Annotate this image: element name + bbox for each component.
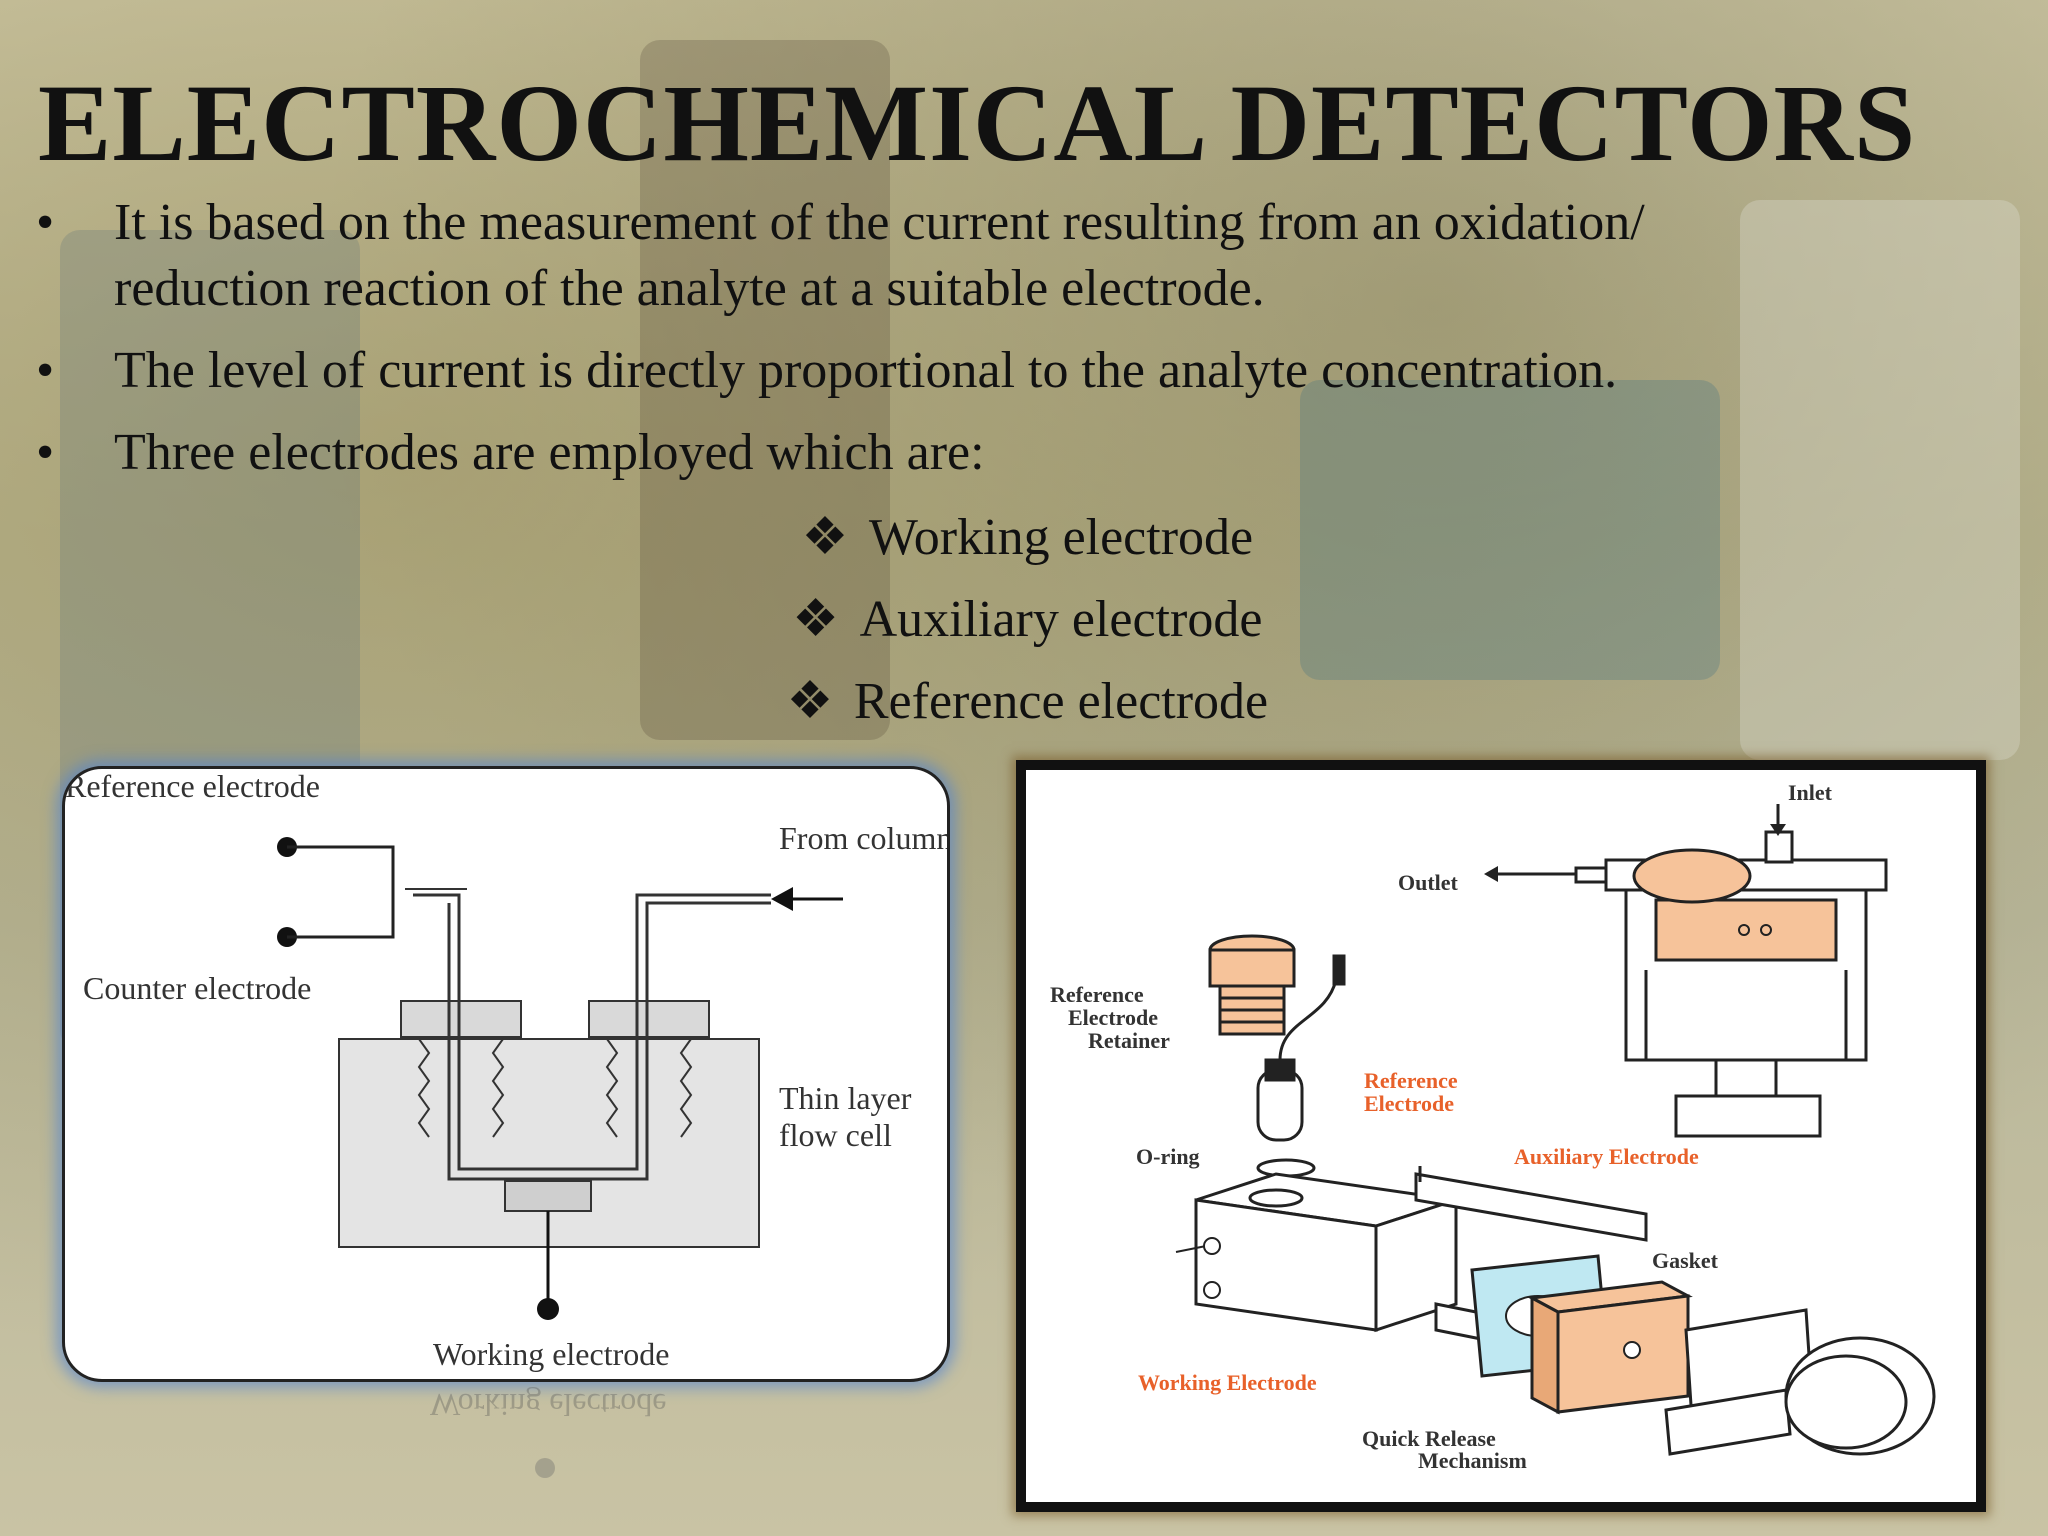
assembled-cell [1574, 830, 1888, 1138]
label-outlet: Outlet [1398, 870, 1459, 895]
bullet-list: •It is based on the measurement of the c… [30, 190, 1830, 502]
label-thin-layer: Thin layer [779, 1080, 912, 1116]
diamond-bullet-icon: ❖ [786, 673, 834, 730]
bullet-item: •The level of current is directly propor… [30, 338, 1830, 404]
bullet-icon: • [36, 194, 55, 251]
diamond-bullet-icon: ❖ [792, 591, 839, 648]
electrode-item-working: ❖Working electrode [0, 505, 2048, 571]
bullet-icon: • [36, 424, 55, 481]
electrode-item-reference: ❖Reference electrode [0, 669, 2048, 735]
inlet-arrow-icon [1770, 824, 1786, 836]
svg-text:Working electrode: Working electrode [430, 1387, 666, 1423]
bullet-item: •It is based on the measurement of the c… [30, 190, 1830, 322]
label-reference-electrode: Reference electrode [65, 769, 320, 804]
label-reference-electrode: Reference [1364, 1068, 1458, 1093]
working-electrode-part [1527, 1280, 1693, 1415]
label-retainer-3: Retainer [1088, 1028, 1170, 1053]
label-from-column: From column [779, 820, 947, 856]
bullet-item: •Three electrodes are employed which are… [30, 420, 1830, 486]
label-retainer-1: Reference [1050, 982, 1144, 1007]
reference-retainer [1208, 934, 1296, 1036]
oring-icon [1256, 1158, 1316, 1178]
label-retainer-2: Electrode [1068, 1005, 1158, 1030]
bullet-icon: • [36, 342, 55, 399]
label-gasket: Gasket [1652, 1248, 1719, 1273]
label-working-electrode: Working electrode [433, 1336, 669, 1372]
exploded-cell-diagram: Inlet Outlet Reference Electrode Retaine… [1016, 760, 1986, 1512]
exploded-cell-illustration: Inlet Outlet Reference Electrode Retaine… [1050, 780, 1936, 1473]
slide-title: ELECTROCHEMICAL DETECTORS [38, 62, 1917, 184]
flow-cell-diagram: Reference electrode Counter electrode Fr… [62, 766, 950, 1382]
diamond-bullet-icon: ❖ [801, 509, 849, 566]
label-reference-electrode-2: Electrode [1364, 1091, 1454, 1116]
label-oring: O-ring [1136, 1144, 1200, 1169]
diagram-reflection: Working electrode [62, 1380, 944, 1490]
label-quick-release: Quick Release [1362, 1426, 1496, 1451]
label-inlet: Inlet [1788, 780, 1833, 805]
outlet-arrow-icon [1484, 866, 1498, 882]
working-electrode-block [504, 1180, 592, 1212]
electrode-item-auxiliary: ❖Auxiliary electrode [0, 587, 2048, 653]
reference-electrode [1256, 954, 1346, 1142]
label-flow-cell: flow cell [779, 1117, 892, 1153]
label-mechanism: Mechanism [1418, 1448, 1527, 1473]
inflow-arrow-icon [771, 887, 793, 911]
label-working-electrode: Working Electrode [1138, 1370, 1317, 1395]
working-terminal-icon [537, 1298, 559, 1320]
flow-cell-schematic: Reference electrode Counter electrode Fr… [65, 769, 947, 1372]
label-auxiliary-electrode: Auxiliary Electrode [1514, 1144, 1699, 1169]
label-counter-electrode: Counter electrode [83, 970, 311, 1006]
cap-right [588, 1000, 710, 1038]
cell-body [1194, 1166, 1648, 1368]
quick-release-part [1664, 1308, 1936, 1456]
cap-left [400, 1000, 522, 1038]
